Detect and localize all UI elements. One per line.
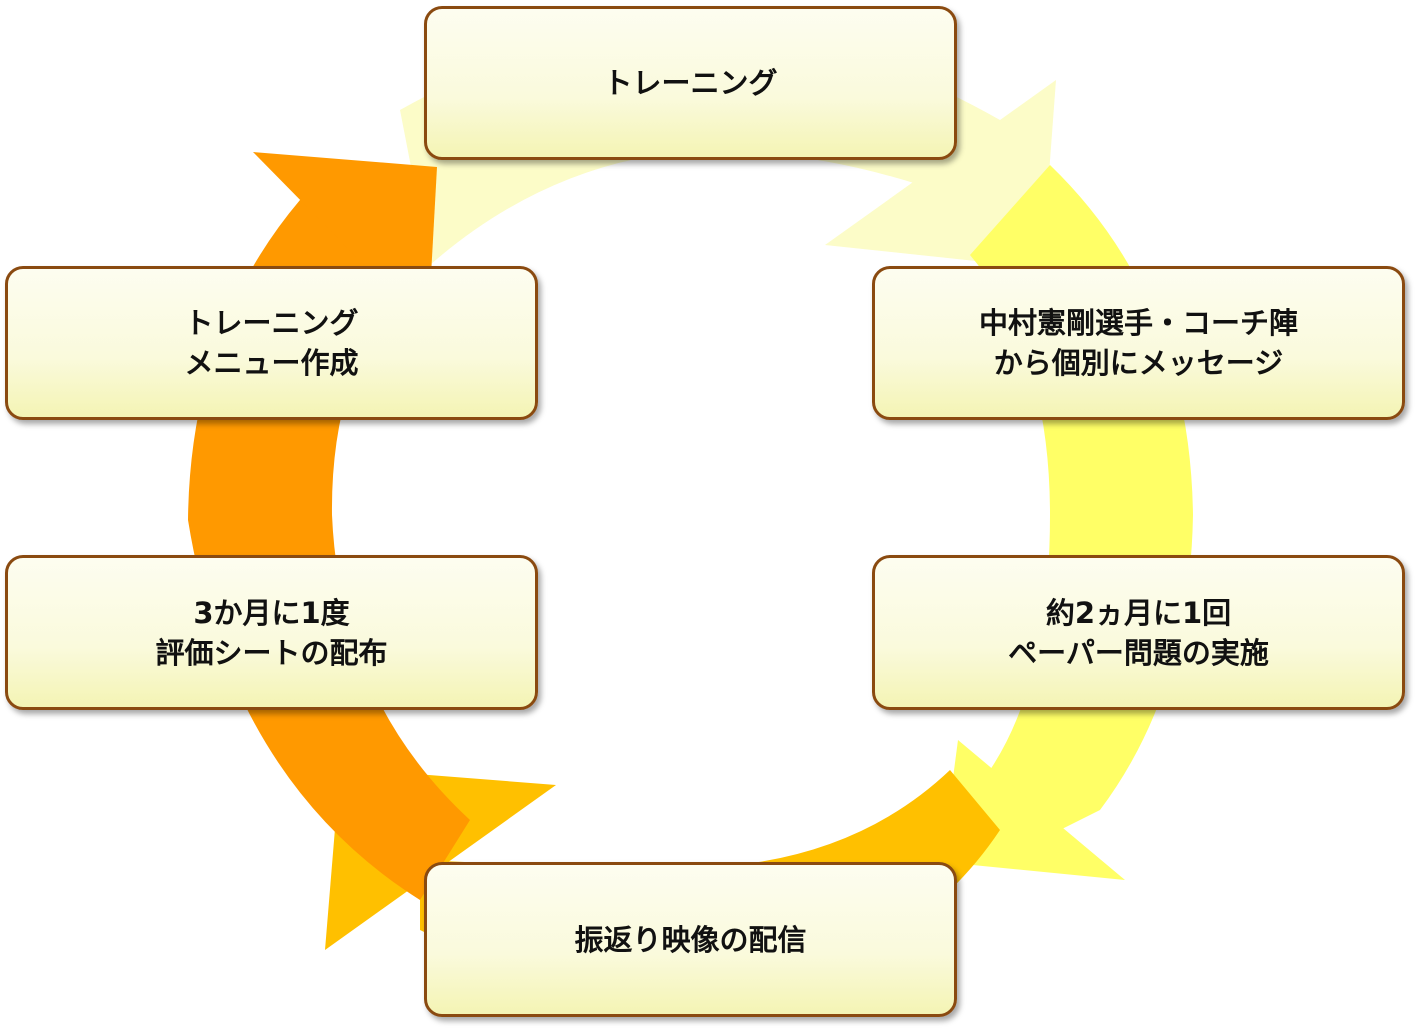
step-video-label: 振返り映像の配信 bbox=[574, 920, 806, 960]
step-menu-line-2: メニュー作成 bbox=[184, 346, 359, 380]
step-menu-line-1: トレーニング bbox=[184, 306, 359, 340]
step-video-line-1: 振返り映像の配信 bbox=[574, 922, 807, 957]
arrowhead-pale bbox=[825, 80, 1056, 268]
step-training: トレーニング bbox=[424, 6, 957, 160]
step-menu-label: トレーニング メニュー作成 bbox=[184, 303, 358, 383]
step-message-label: 中村憲剛選手・コーチ陣 から個別にメッセージ bbox=[979, 303, 1298, 383]
step-evaluation-label: 3か月に1度 評価シートの配布 bbox=[155, 593, 387, 673]
step-paper-test-line-2: ペーパー問題の実施 bbox=[1008, 635, 1269, 670]
step-message-line-2: から個別にメッセージ bbox=[993, 346, 1284, 380]
step-evaluation: 3か月に1度 評価シートの配布 bbox=[5, 555, 538, 710]
step-evaluation-line-1: 3か月に1度 bbox=[193, 595, 350, 630]
step-paper-test: 約2ヵ月に1回 ペーパー問題の実施 bbox=[872, 555, 1405, 710]
step-evaluation-line-2: 評価シートの配布 bbox=[155, 635, 388, 670]
arrow-segment-yellow bbox=[970, 165, 1193, 830]
step-training-line-1: トレーニング bbox=[603, 66, 778, 100]
step-training-label: トレーニング bbox=[603, 63, 777, 103]
step-paper-test-label: 約2ヵ月に1回 ペーパー問題の実施 bbox=[1008, 593, 1269, 673]
step-menu: トレーニング メニュー作成 bbox=[5, 266, 538, 420]
step-message-line-1: 中村憲剛選手・コーチ陣 bbox=[978, 306, 1298, 340]
step-paper-test-line-1: 約2ヵ月に1回 bbox=[1045, 595, 1232, 630]
step-video: 振返り映像の配信 bbox=[424, 862, 957, 1017]
step-message: 中村憲剛選手・コーチ陣 から個別にメッセージ bbox=[872, 266, 1405, 420]
